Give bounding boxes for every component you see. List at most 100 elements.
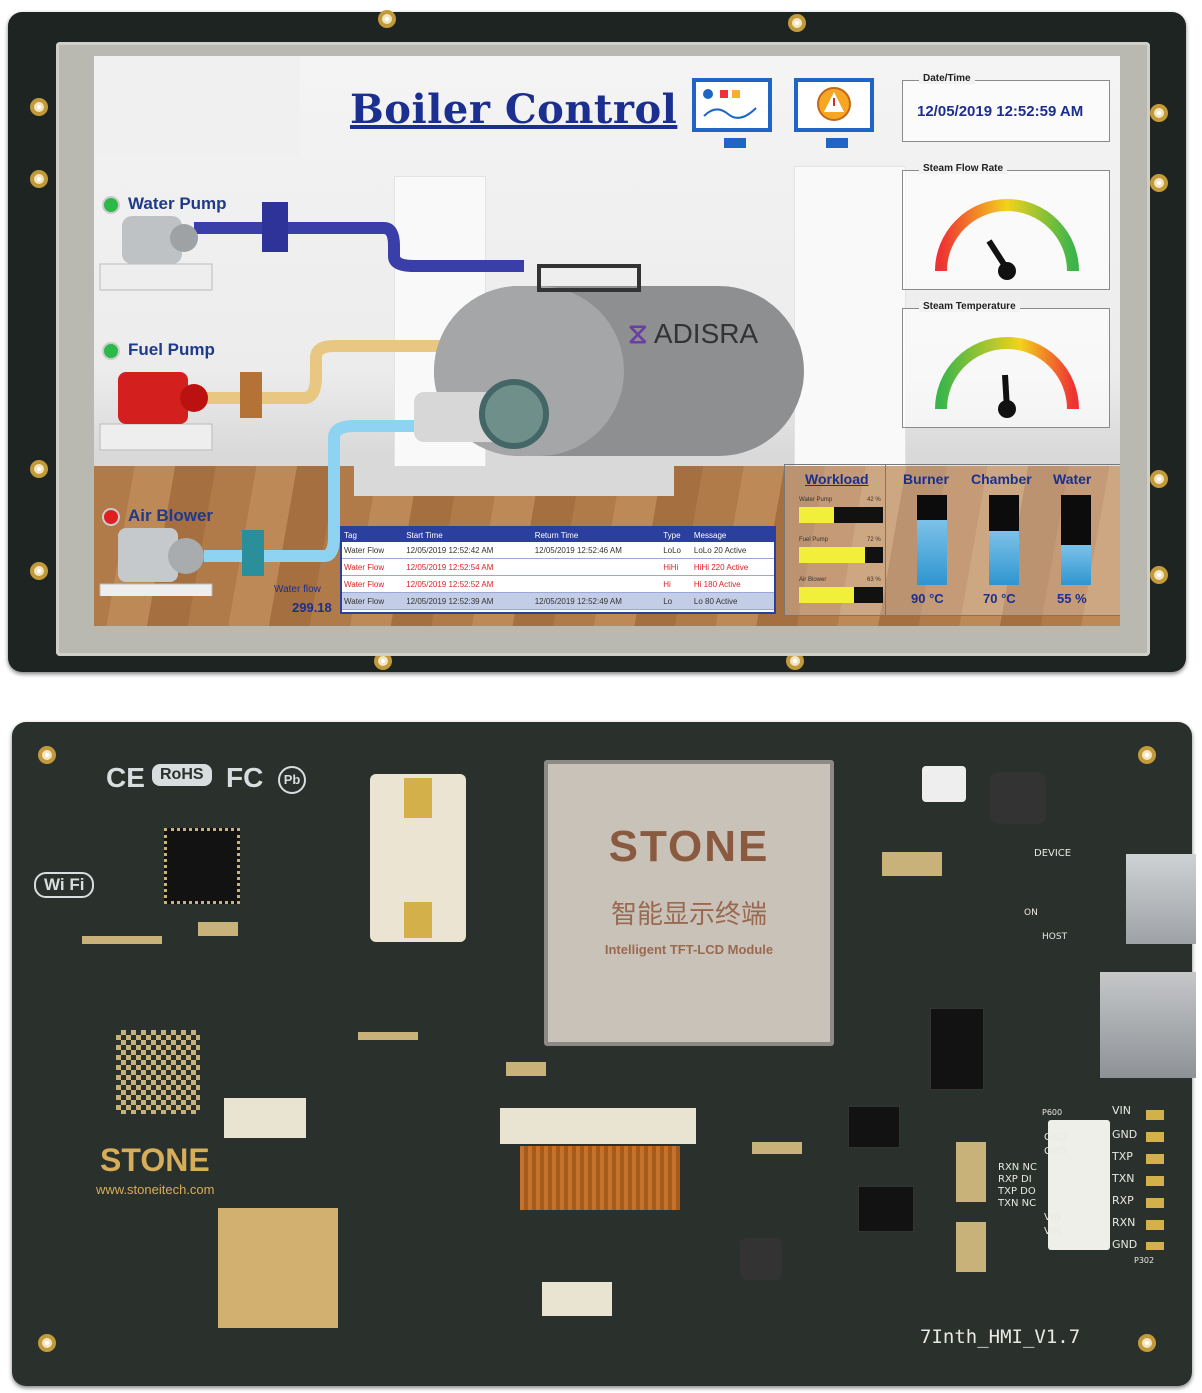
- water-flow-value: 299.18: [292, 600, 332, 615]
- mount-hole: [30, 170, 48, 188]
- water-flow-label: Water flow: [274, 584, 321, 595]
- dashboard-nav-icon[interactable]: [692, 78, 772, 148]
- col-tag[interactable]: Tag: [342, 528, 405, 542]
- table-cell: Hi: [661, 575, 692, 593]
- pcb-board: CE RoHS FC Pb Wi Fi STONE 智能显示终端 Intelli…: [12, 722, 1196, 1386]
- fuel-pump-status-led: [102, 342, 120, 360]
- pin-label: GND: [1112, 1238, 1138, 1251]
- level-bar-fill: [1061, 544, 1091, 585]
- fpc-connector: [500, 1108, 696, 1144]
- table-cell: 12/05/2019 12:52:49 AM: [532, 592, 662, 610]
- table-row[interactable]: Water Flow 12/05/2019 12:52:39 AM 12/05/…: [342, 592, 774, 610]
- burner-value: 90 °C: [911, 591, 944, 606]
- pin-label: RXN NC: [998, 1162, 1037, 1173]
- ethernet-port[interactable]: [1100, 972, 1196, 1078]
- table-cell: 12/05/2019 12:52:42 AM: [404, 542, 533, 559]
- on-label: ON: [1024, 908, 1038, 918]
- table-cell: [532, 575, 662, 593]
- steam-temp-panel: Steam Temperature: [902, 301, 1110, 428]
- p600-label: P600: [1042, 1108, 1063, 1117]
- workload-item-label: Fuel Pump: [799, 537, 829, 543]
- mount-hole: [30, 460, 48, 478]
- water-pump-status-led: [102, 196, 120, 214]
- datetime-value: 12/05/2019 12:52:59 AM: [917, 103, 1084, 120]
- fpc-connector: [224, 1098, 306, 1138]
- fpc-connector: [542, 1282, 612, 1316]
- hmi-screen: Boiler Control Date/Time: [94, 56, 1120, 626]
- fcc-mark: FC: [226, 762, 264, 793]
- uart-connector[interactable]: [1048, 1120, 1110, 1250]
- pin-label: GND: [1044, 1146, 1067, 1157]
- mount-hole: [1138, 1334, 1156, 1352]
- pin-label: RXN: [1112, 1216, 1136, 1229]
- level-bar-fill: [917, 520, 947, 585]
- water-level-bar: [1061, 495, 1091, 585]
- flex-cable: [520, 1146, 680, 1210]
- board-website: www.stoneitech.com: [96, 1182, 215, 1197]
- inductor: [740, 1238, 782, 1280]
- table-cell: Hi 180 Active: [691, 575, 774, 593]
- pin-label: VIN: [1044, 1226, 1062, 1237]
- workload-bar-air-blower: [799, 587, 883, 603]
- table-cell: 12/05/2019 12:52:54 AM: [404, 558, 533, 576]
- table-cell: Lo 80 Active: [691, 592, 774, 610]
- pin-header: [1146, 1104, 1164, 1250]
- burner-level-bar: [917, 495, 947, 585]
- workload-item-pct: 63 %: [867, 577, 881, 583]
- steam-temp-gauge-icon: [935, 337, 1079, 418]
- table-cell: Water Flow: [342, 592, 405, 610]
- table-cell: Water Flow: [342, 542, 405, 559]
- steam-flow-panel: Steam Flow Rate: [902, 163, 1110, 290]
- ic-chip: [930, 1008, 984, 1090]
- workload-levels-panel: Workload Water Pump 42 % Fuel Pump 72 % …: [784, 464, 1120, 616]
- pin-label: GND: [1112, 1128, 1138, 1141]
- mount-hole: [1150, 566, 1168, 584]
- level-bar-fill: [989, 531, 1019, 585]
- mount-hole: [1138, 746, 1156, 764]
- board-id: 7Inth_HMI_V1.7: [920, 1326, 1081, 1348]
- table-cell: 12/05/2019 12:52:39 AM: [404, 592, 533, 610]
- mount-hole: [1150, 470, 1168, 488]
- pin-label: VIN: [1044, 1212, 1062, 1223]
- alarm-table-header: Tag Start Time Return Time Type Message: [342, 528, 774, 542]
- p302-label: P302: [1134, 1256, 1155, 1265]
- alarm-table[interactable]: Tag Start Time Return Time Type Message …: [340, 526, 776, 614]
- qr-code: [116, 1030, 200, 1114]
- workload-bar-fill: [799, 547, 865, 563]
- mount-hole: [1150, 104, 1168, 122]
- board-brand: STONE: [100, 1142, 210, 1178]
- touch-panel-bezel: Boiler Control Date/Time: [56, 42, 1150, 656]
- mount-hole: [788, 14, 806, 32]
- table-cell: 12/05/2019 12:52:52 AM: [404, 575, 533, 593]
- jst-connector: [922, 766, 966, 802]
- datetime-panel: Date/Time 12/05/2019 12:52:59 AM: [902, 73, 1110, 142]
- table-cell: Lo: [661, 592, 692, 610]
- col-start[interactable]: Start Time: [404, 528, 533, 542]
- col-message[interactable]: Message: [691, 528, 774, 542]
- water-pump-label: Water Pump: [128, 194, 227, 213]
- table-row[interactable]: Water Flow 12/05/2019 12:52:54 AM HiHi H…: [342, 558, 774, 576]
- chamber-title: Chamber: [971, 471, 1032, 487]
- pin-label: GND: [1044, 1132, 1067, 1143]
- blank-corner: [94, 56, 300, 156]
- alarm-nav-icon[interactable]: [794, 78, 874, 148]
- air-blower-status-led: [102, 508, 120, 526]
- steam-flow-label: Steam Flow Rate: [919, 163, 1008, 174]
- display-module: Boiler Control Date/Time: [8, 10, 1186, 672]
- rohs-mark: RoHS: [152, 764, 212, 786]
- mount-hole: [38, 1334, 56, 1352]
- col-type[interactable]: Type: [661, 528, 692, 542]
- device-label: DEVICE: [1034, 848, 1072, 859]
- steam-temp-label: Steam Temperature: [919, 301, 1020, 312]
- table-cell: LoLo 20 Active: [691, 542, 774, 559]
- col-return[interactable]: Return Time: [532, 528, 662, 542]
- burner-title: Burner: [903, 471, 949, 487]
- table-row[interactable]: Water Flow 12/05/2019 12:52:42 AM 12/05/…: [342, 542, 774, 559]
- table-row[interactable]: Water Flow 12/05/2019 12:52:52 AM Hi Hi …: [342, 575, 774, 593]
- ce-mark: CE: [106, 762, 145, 793]
- page-title: Boiler Control: [350, 86, 678, 133]
- pin-label: TXP: [1112, 1150, 1133, 1163]
- usb-port[interactable]: [1126, 854, 1196, 944]
- ic-chip: [858, 1186, 914, 1232]
- workload-item-pct: 42 %: [867, 497, 881, 503]
